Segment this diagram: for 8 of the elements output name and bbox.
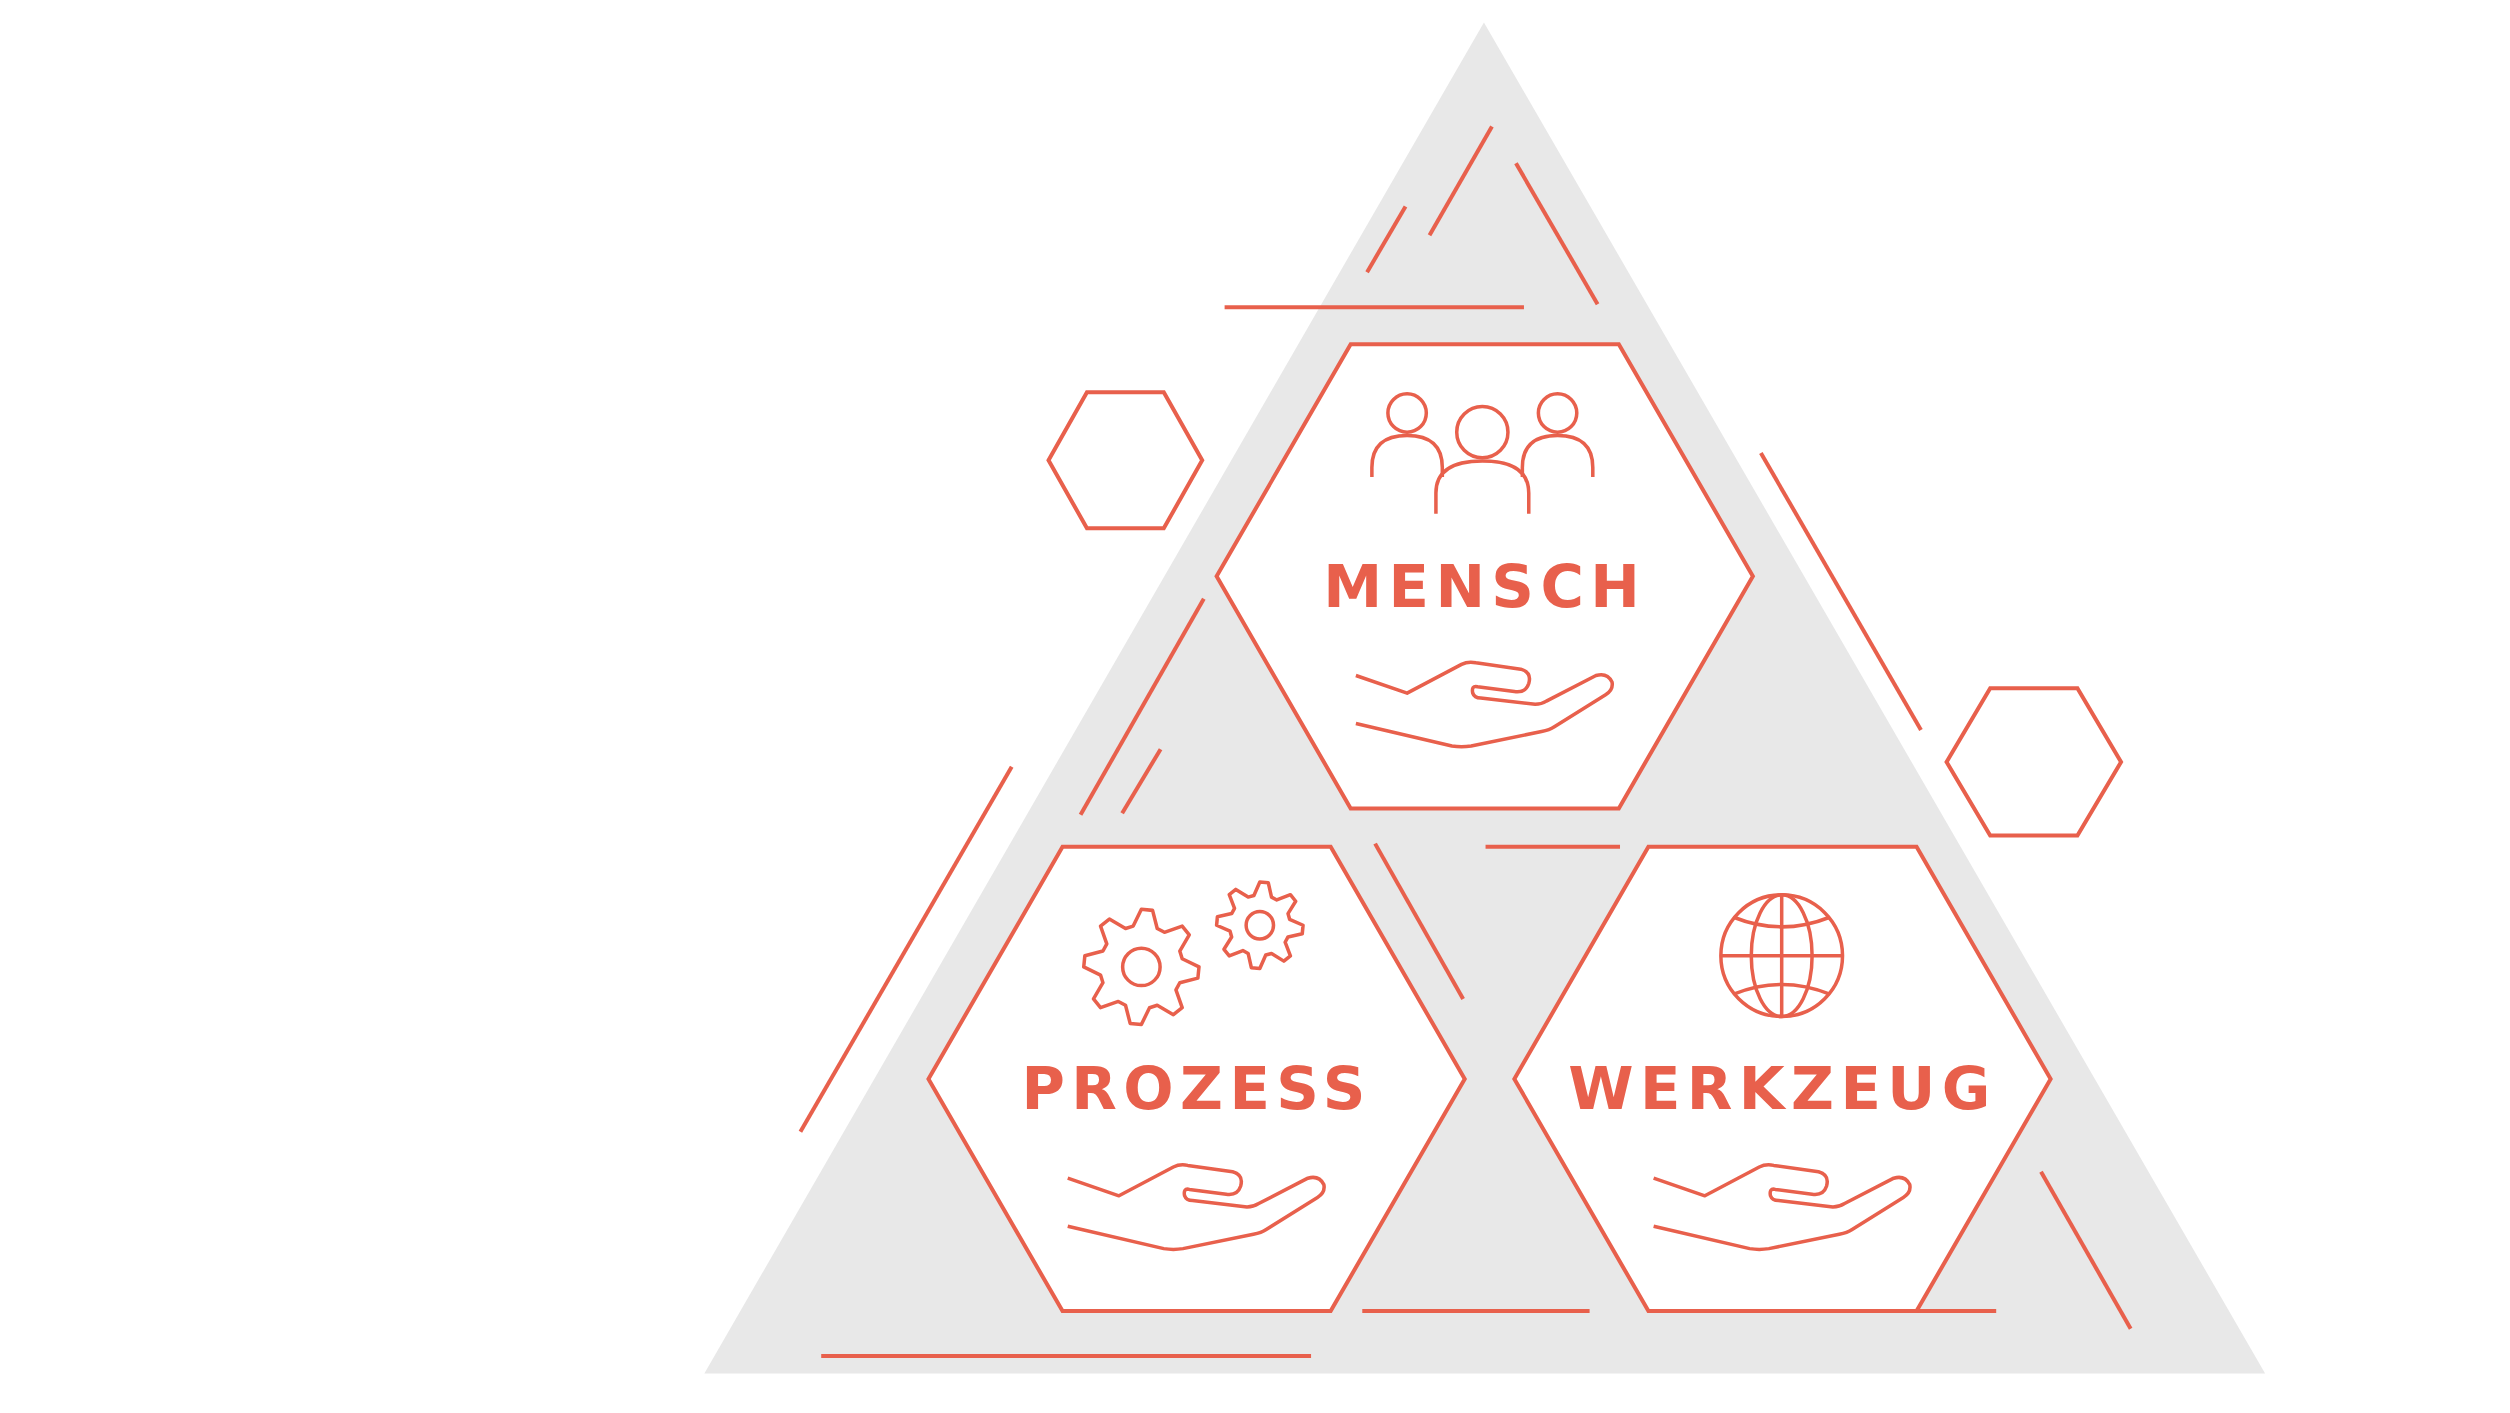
category-title: PROZESS (1020, 1054, 1373, 1126)
category-title: WERKZEUG (1567, 1054, 1998, 1126)
hexagon-tile (1048, 392, 1203, 529)
hexagon-tile (1946, 688, 2122, 836)
hexagon-tile (1216, 344, 1753, 809)
hexagon-tile (928, 846, 1465, 1312)
hexagon-tile (1514, 846, 2051, 1312)
category-title: MENSCH (1322, 552, 1648, 623)
